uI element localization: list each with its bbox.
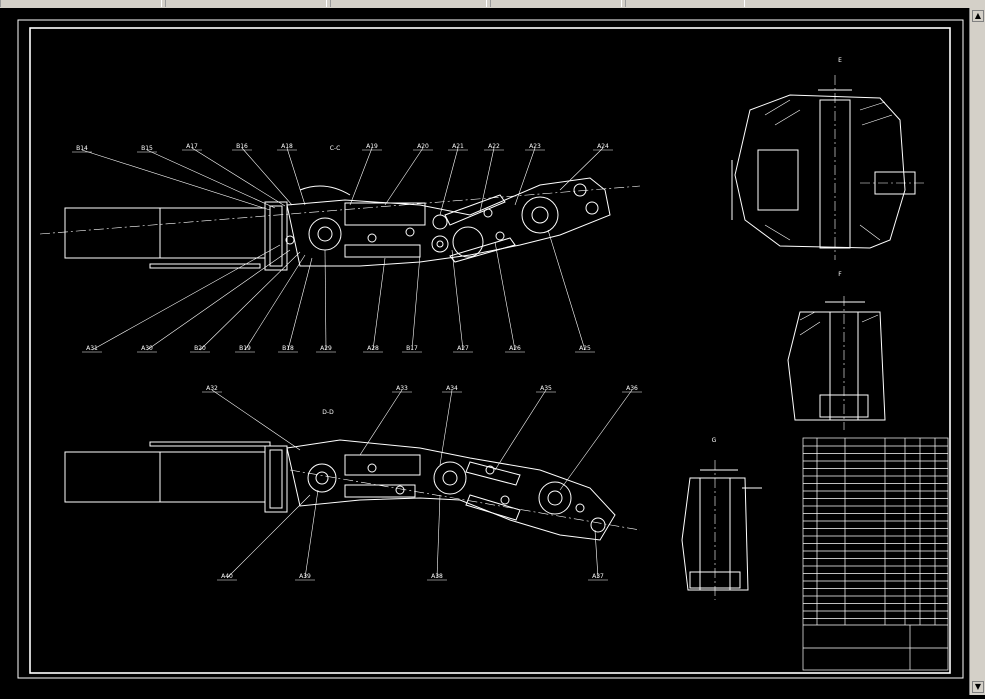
callout-a31: A31 (86, 345, 98, 352)
leader-line (479, 147, 495, 213)
callout-a36: A36 (626, 385, 638, 392)
leader-line (439, 389, 453, 466)
callout-a34: A34 (446, 385, 458, 392)
callout-a18: A18 (281, 143, 293, 150)
leader-line (349, 147, 373, 206)
leader-line (304, 489, 319, 579)
callout-a35: A35 (540, 385, 552, 392)
callout-b20: B20 (194, 345, 206, 352)
callout-a24: A24 (597, 143, 609, 150)
leader-line (594, 529, 599, 579)
callout-a26: A26 (509, 345, 521, 352)
callout-a27: A27 (457, 345, 469, 352)
callout-a19: A19 (366, 143, 378, 150)
callout-a39: A39 (299, 573, 311, 580)
leader-line (559, 389, 633, 491)
callout-a32: A32 (206, 385, 218, 392)
callout-a21: A21 (452, 143, 464, 150)
callout-b17: B17 (406, 345, 418, 352)
parts-list-frame (802, 437, 949, 671)
scroll-up-icon[interactable]: ▲ (972, 10, 984, 22)
callout-a30: A30 (141, 345, 153, 352)
cylinder-body (64, 207, 266, 259)
section-label-e: E (838, 57, 842, 64)
toolbar-field-4[interactable] (490, 0, 622, 7)
cylinder-body-2 (64, 451, 266, 503)
callout-b18: B18 (282, 345, 294, 352)
callout-a33: A33 (396, 385, 408, 392)
callout-a40: A40 (221, 573, 233, 580)
leader-lines (72, 147, 642, 581)
callout-a28: A28 (367, 345, 379, 352)
view-d-d (64, 439, 641, 541)
leader-line (244, 254, 306, 351)
leader-line (146, 249, 291, 351)
leader-line (91, 244, 281, 351)
callout-a29: A29 (320, 345, 332, 352)
leader-line (384, 147, 424, 206)
finger-link-outline-c (286, 177, 611, 267)
callout-a38: A38 (431, 573, 443, 580)
leader-line (494, 389, 547, 471)
leader-line (436, 494, 441, 579)
leader-line (439, 147, 459, 216)
section-f (787, 296, 886, 430)
section-label-dd: D-D (322, 409, 334, 416)
callout-a25: A25 (579, 345, 591, 352)
finger-link-outline-d (286, 439, 616, 541)
section-label-f: F (838, 271, 842, 278)
leader-line (146, 149, 276, 209)
section-e (731, 75, 925, 260)
leader-line (287, 257, 313, 351)
leader-line (411, 254, 421, 351)
toolbar-field-1[interactable] (0, 0, 162, 7)
vertical-scrollbar[interactable]: ▲ ▼ (969, 8, 985, 695)
callout-a17: A17 (186, 143, 198, 150)
outer-border (17, 19, 964, 679)
callout-b14: B14 (76, 145, 88, 152)
toolbar-field-2[interactable] (165, 0, 327, 7)
toolbar-field-3[interactable] (330, 0, 487, 7)
leader-line (514, 147, 536, 206)
section-label-g: G (712, 437, 717, 444)
callout-a37: A37 (592, 573, 604, 580)
view-c-c (39, 177, 641, 271)
callout-b15: B15 (141, 145, 153, 152)
leader-line (324, 249, 327, 351)
leader-line (81, 149, 271, 211)
leader-line (559, 147, 604, 191)
leader-line (211, 389, 301, 451)
leader-line (359, 389, 403, 456)
section-label-cc: C-C (330, 145, 341, 152)
callout-a22: A22 (488, 143, 500, 150)
callout-b16: B16 (236, 143, 248, 150)
leader-line (199, 251, 301, 351)
title-block (802, 437, 949, 671)
leader-line (191, 147, 286, 207)
leader-line (286, 147, 306, 206)
callout-a23: A23 (529, 143, 541, 150)
leader-line (372, 257, 386, 351)
leader-line (226, 494, 311, 579)
leader-line (241, 147, 293, 206)
scroll-down-icon[interactable]: ▼ (972, 681, 984, 693)
leader-line (547, 229, 586, 351)
toolbar-field-5[interactable] (625, 0, 745, 7)
leader-line (451, 249, 464, 351)
section-g (681, 460, 762, 600)
callout-b19: B19 (239, 345, 251, 352)
inner-border (29, 27, 951, 674)
leader-line (494, 241, 516, 351)
callout-a20: A20 (417, 143, 429, 150)
